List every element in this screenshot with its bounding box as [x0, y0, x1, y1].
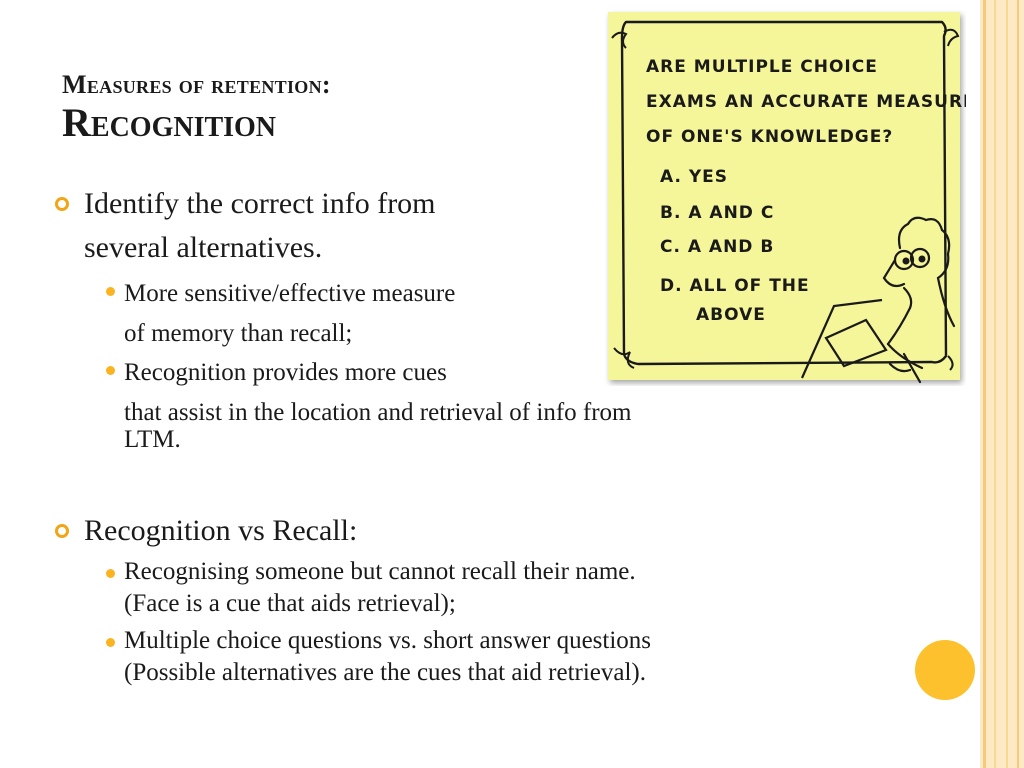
sub-bullet-marker	[106, 638, 115, 647]
bullet-marker	[55, 524, 69, 538]
cartoon-text-line: ARE MULTIPLE CHOICE	[646, 57, 878, 77]
sub-bullet-text-line: Recognising someone but cannot recall th…	[124, 558, 636, 585]
edge-stripe	[1006, 0, 1008, 768]
sub-bullet-marker	[106, 366, 115, 375]
sub-bullet-point: Multiple choice questions vs. short answ…	[124, 625, 651, 689]
bullet-text-line: Identify the correct info from	[84, 187, 436, 220]
cartoon-text-line: OF ONE'S KNOWLEDGE?	[646, 127, 893, 147]
cartoon-text-line: EXAMS AN ACCURATE MEASURE	[646, 92, 966, 112]
student-figure	[882, 216, 956, 384]
cartoon-text-line: D. ALL OF THE	[660, 276, 810, 296]
sub-bullet-text-line: (Face is a cue that aids retrieval);	[124, 590, 456, 617]
sub-bullet-text-line: Multiple choice questions vs. short answ…	[124, 627, 652, 654]
cartoon-svg: ARE MULTIPLE CHOICE EXAMS AN ACCURATE ME…	[608, 12, 975, 384]
cartoon-paper	[608, 12, 960, 380]
sub-bullet-continuation: LTM.	[124, 424, 181, 456]
sub-bullet-marker	[106, 287, 115, 296]
sub-bullet-marker	[106, 569, 115, 578]
cartoon-text-line: C. A AND B	[660, 237, 774, 257]
cartoon-text-line: ABOVE	[696, 305, 766, 325]
bullet-text-line: Recognition vs Recall:	[84, 514, 358, 547]
bullet-point: Recognition vs Recall:	[84, 509, 357, 553]
slide-title-line1: Measures of retention:	[62, 70, 331, 99]
slide-title-line2: Recognition	[62, 99, 277, 145]
corner-curl	[611, 31, 628, 49]
cartoon-text-line: B. A AND C	[660, 203, 774, 223]
edge-stripe	[994, 0, 996, 768]
sub-bullet-point: More sensitive/effective measure of memo…	[124, 274, 455, 354]
corner-curl	[943, 28, 960, 47]
corner-curl	[613, 347, 635, 369]
sub-bullet-text-line: Recognition provides more cues	[124, 359, 447, 386]
edge-stripe	[983, 0, 986, 768]
right-edge-band	[980, 0, 1024, 768]
bullet-marker	[55, 197, 69, 211]
bullet-text-line: several alternatives.	[84, 231, 323, 264]
corner-curl	[947, 355, 954, 371]
sub-bullet-text-line: (Possible alternatives are the cues that…	[124, 659, 647, 686]
bullet-point: Identify the correct info from several a…	[84, 182, 436, 270]
sub-bullet-point: Recognising someone but cannot recall th…	[124, 556, 636, 620]
slide-title: Measures of retention: Recognition	[62, 70, 331, 146]
edge-stripe	[1017, 0, 1019, 768]
desk-line	[800, 298, 883, 379]
sub-bullet-text-line: LTM.	[124, 426, 181, 453]
cartoon-image: ARE MULTIPLE CHOICE EXAMS AN ACCURATE ME…	[604, 8, 975, 386]
sub-bullet-text-line: that assist in the location and retrieva…	[124, 399, 632, 426]
sub-bullet-point: Recognition provides more cues that assi…	[124, 353, 632, 433]
sub-bullet-text-line: of memory than recall;	[124, 320, 353, 347]
sub-bullet-text-line: More sensitive/effective measure	[124, 280, 456, 307]
cartoon-text-line: A. YES	[660, 167, 728, 187]
decorative-circle	[915, 640, 975, 700]
exam-sheet	[824, 318, 888, 368]
